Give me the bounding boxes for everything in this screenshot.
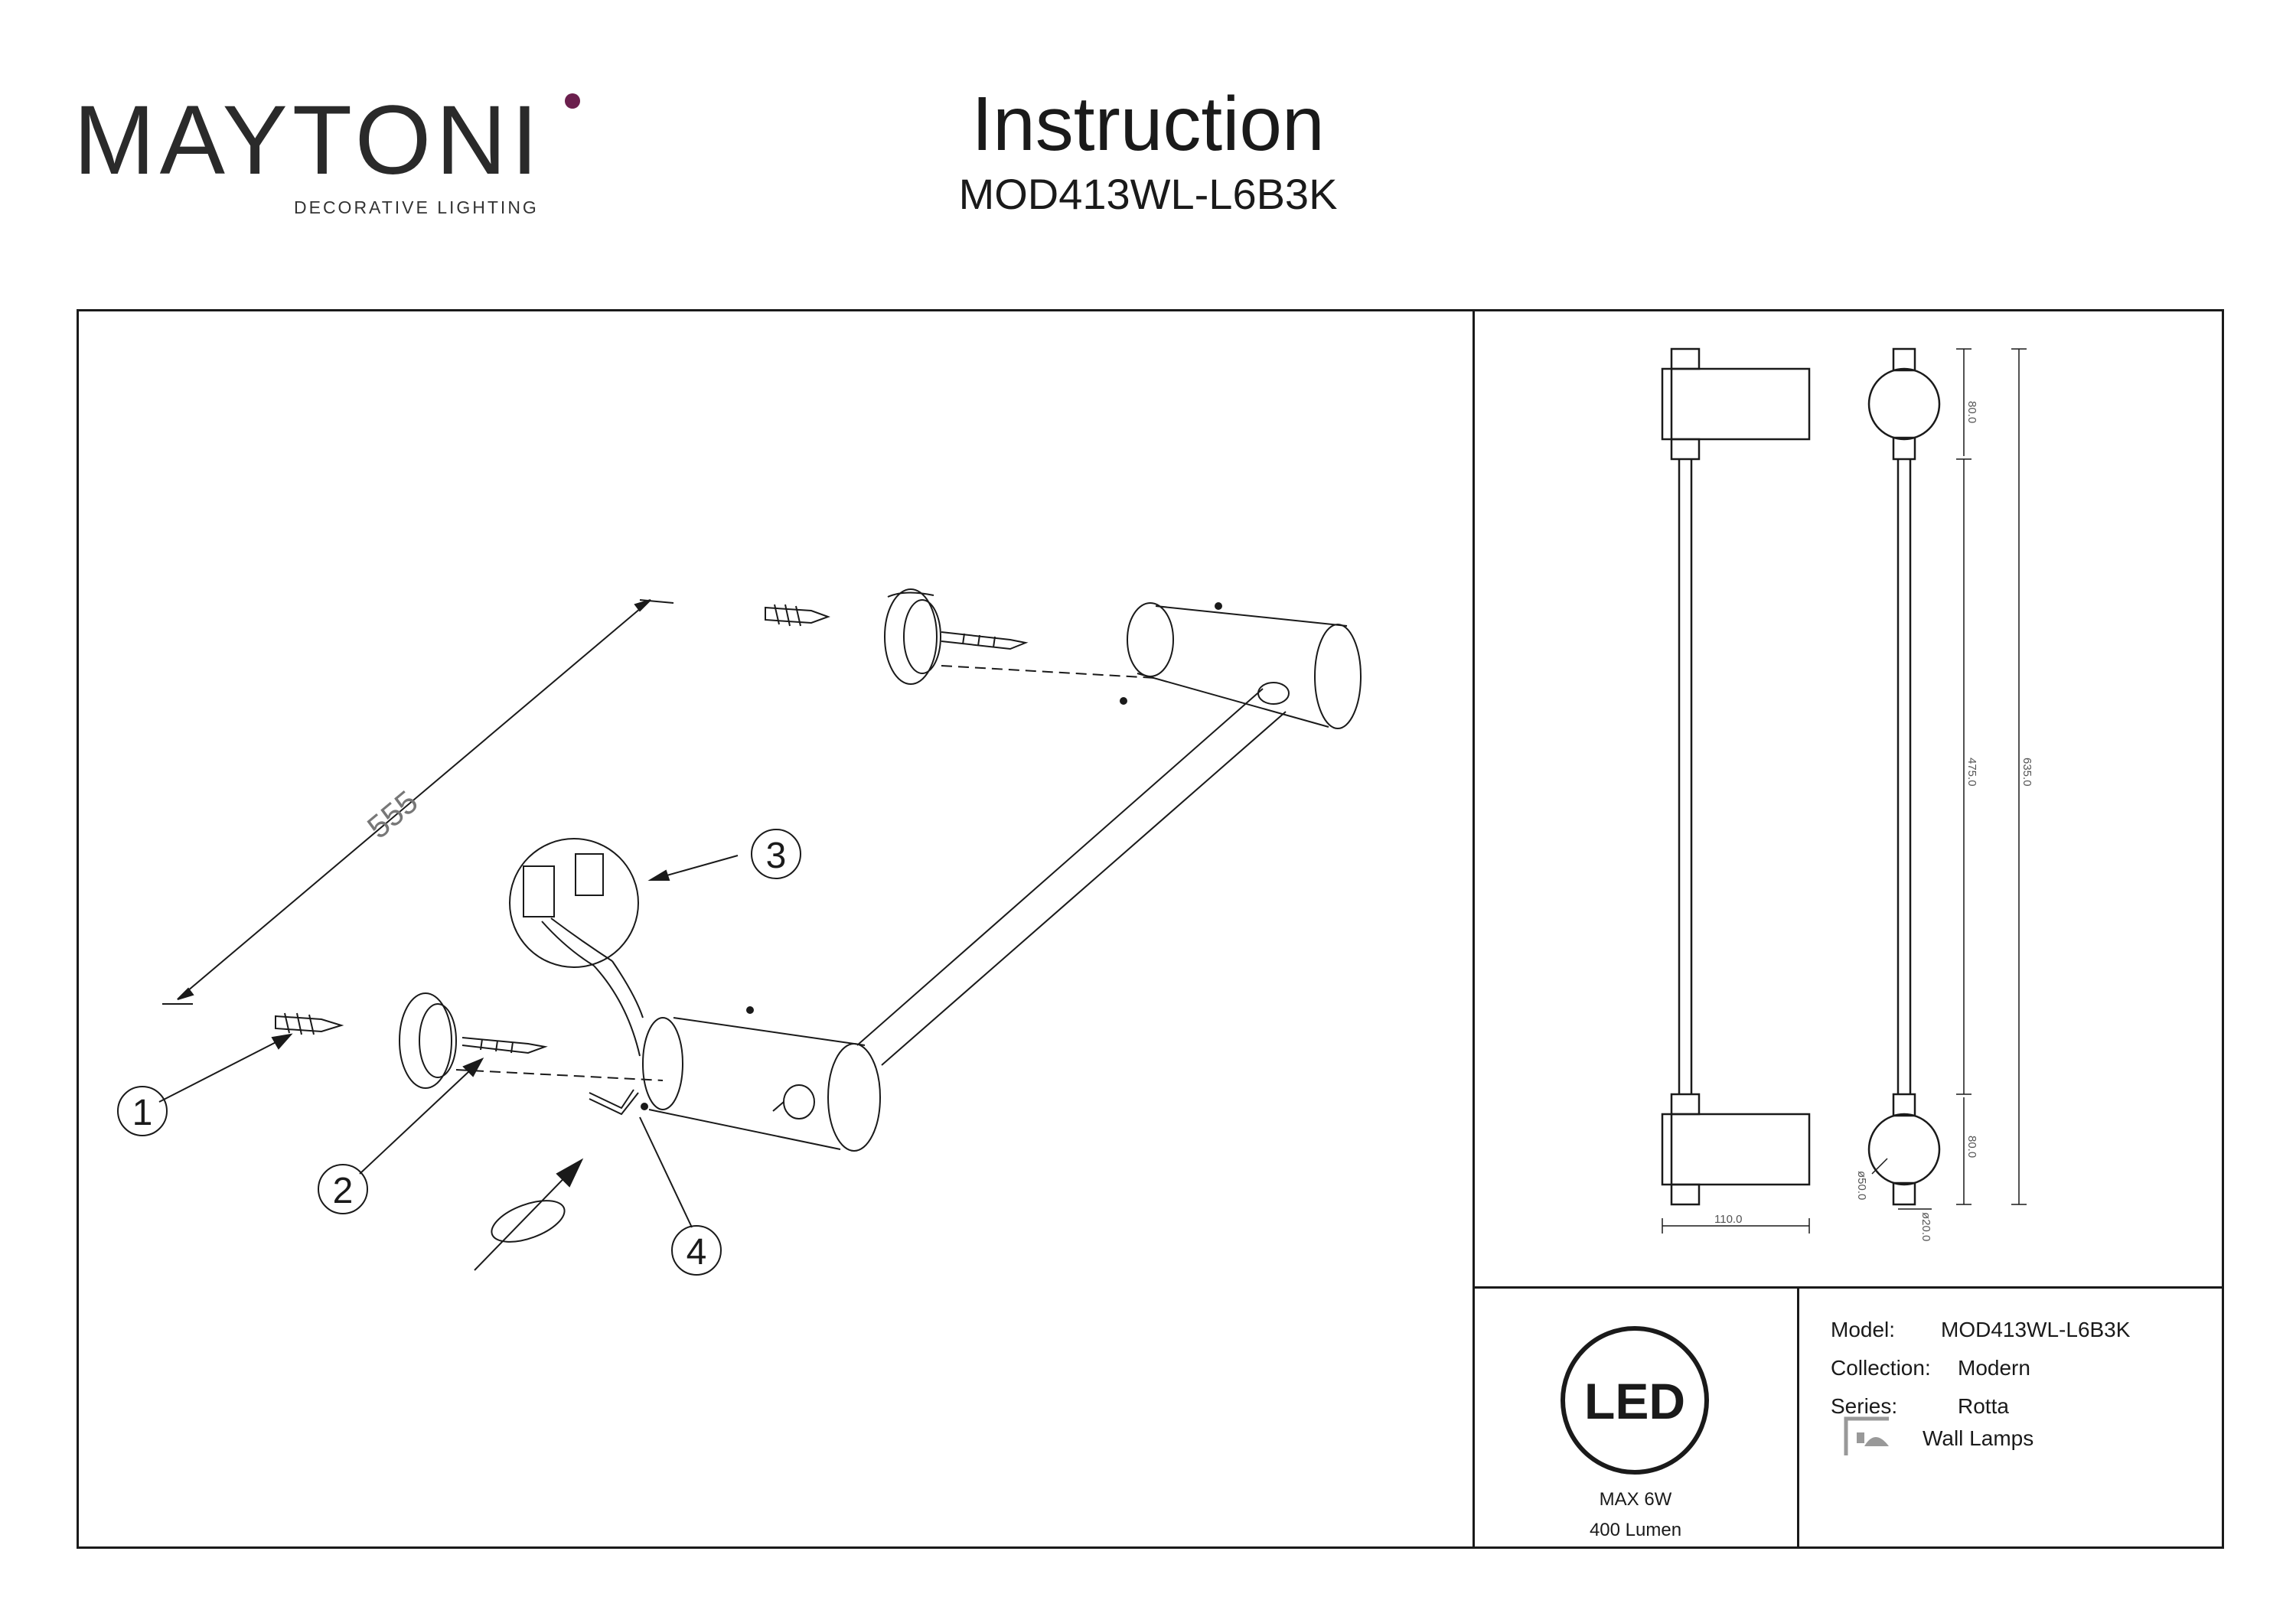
led-label: LED [1584,1373,1685,1429]
assembly-diagram: 555 [117,588,1362,1276]
dimension-lines [1662,348,2027,1234]
collection-label: Collection: [1831,1356,1931,1380]
model-label: Model: [1831,1318,1896,1341]
svg-text:80.0: 80.0 [1965,1136,1978,1158]
hex-key [589,1089,639,1116]
callout-2: 2 [318,1164,368,1214]
type-value: Wall Lamps [1923,1426,2034,1450]
svg-text:ø50.0: ø50.0 [1855,1171,1868,1200]
lumen-rating: 400 Lumen [1589,1520,1682,1540]
upper-screw [941,631,1029,650]
dimension-labels: 80.0 475.0 635.0 80.0 110.0 ø50.0 ø20.0 [1714,401,2033,1241]
brand-tagline: DECORATIVE LIGHTING [294,197,539,217]
frame-divider-horizontal [1473,1286,2224,1289]
wiring-detail [509,838,644,1057]
brand-wordmark: MAYTONI [73,86,543,195]
lamp-rod [856,682,1290,1066]
frame-divider-info [1797,1286,1799,1549]
svg-text:3: 3 [766,836,787,876]
brand-accent-dot [565,93,580,109]
power-rating: MAX 6W [1599,1489,1672,1510]
svg-text:ø20.0: ø20.0 [1919,1212,1932,1241]
side-view [1661,347,1811,1206]
upper-mount-ring [884,588,941,685]
collection-value: Modern [1958,1356,2030,1380]
upper-dowel [765,604,830,627]
model-code: MOD413WL-L6B3K [958,170,1338,218]
rotate-arrow [474,1158,584,1271]
front-view [1867,347,1941,1206]
dimension-555: 555 [162,599,674,1005]
wall-lamp-icon [1844,1416,1889,1455]
technical-drawing: 80.0 475.0 635.0 80.0 110.0 ø50.0 ø20.0 [1661,347,2033,1241]
svg-text:110.0: 110.0 [1714,1213,1742,1226]
instruction-frame [77,309,2224,1549]
model-value: MOD413WL-L6B3K [1941,1318,2131,1341]
page-title: Instruction [971,81,1325,167]
svg-text:1: 1 [132,1093,153,1133]
svg-text:635.0: 635.0 [2020,758,2033,787]
callout-3: 3 [751,829,801,879]
led-caption: MAX 6W 400 Lumen [1474,1484,1797,1546]
svg-text:475.0: 475.0 [1965,758,1978,787]
callout-4: 4 [671,1225,722,1276]
lower-screw [461,1037,548,1054]
series-value: Rotta [1958,1394,2009,1418]
frame-divider-vertical [1473,309,1475,1549]
lower-dowel [275,1012,344,1035]
svg-text:80.0: 80.0 [1965,401,1978,423]
lower-mount-ring [399,992,457,1089]
series-label: Series: [1831,1394,1898,1418]
led-icon: LED [1561,1326,1709,1475]
callout-1: 1 [117,1086,168,1136]
svg-text:2: 2 [333,1171,354,1211]
upper-end-cap [1120,602,1362,729]
lower-end-cap [641,1006,881,1152]
svg-text:4: 4 [687,1232,707,1273]
brand-logo: MAYTONI DECORATIVE LIGHTING [73,86,580,222]
